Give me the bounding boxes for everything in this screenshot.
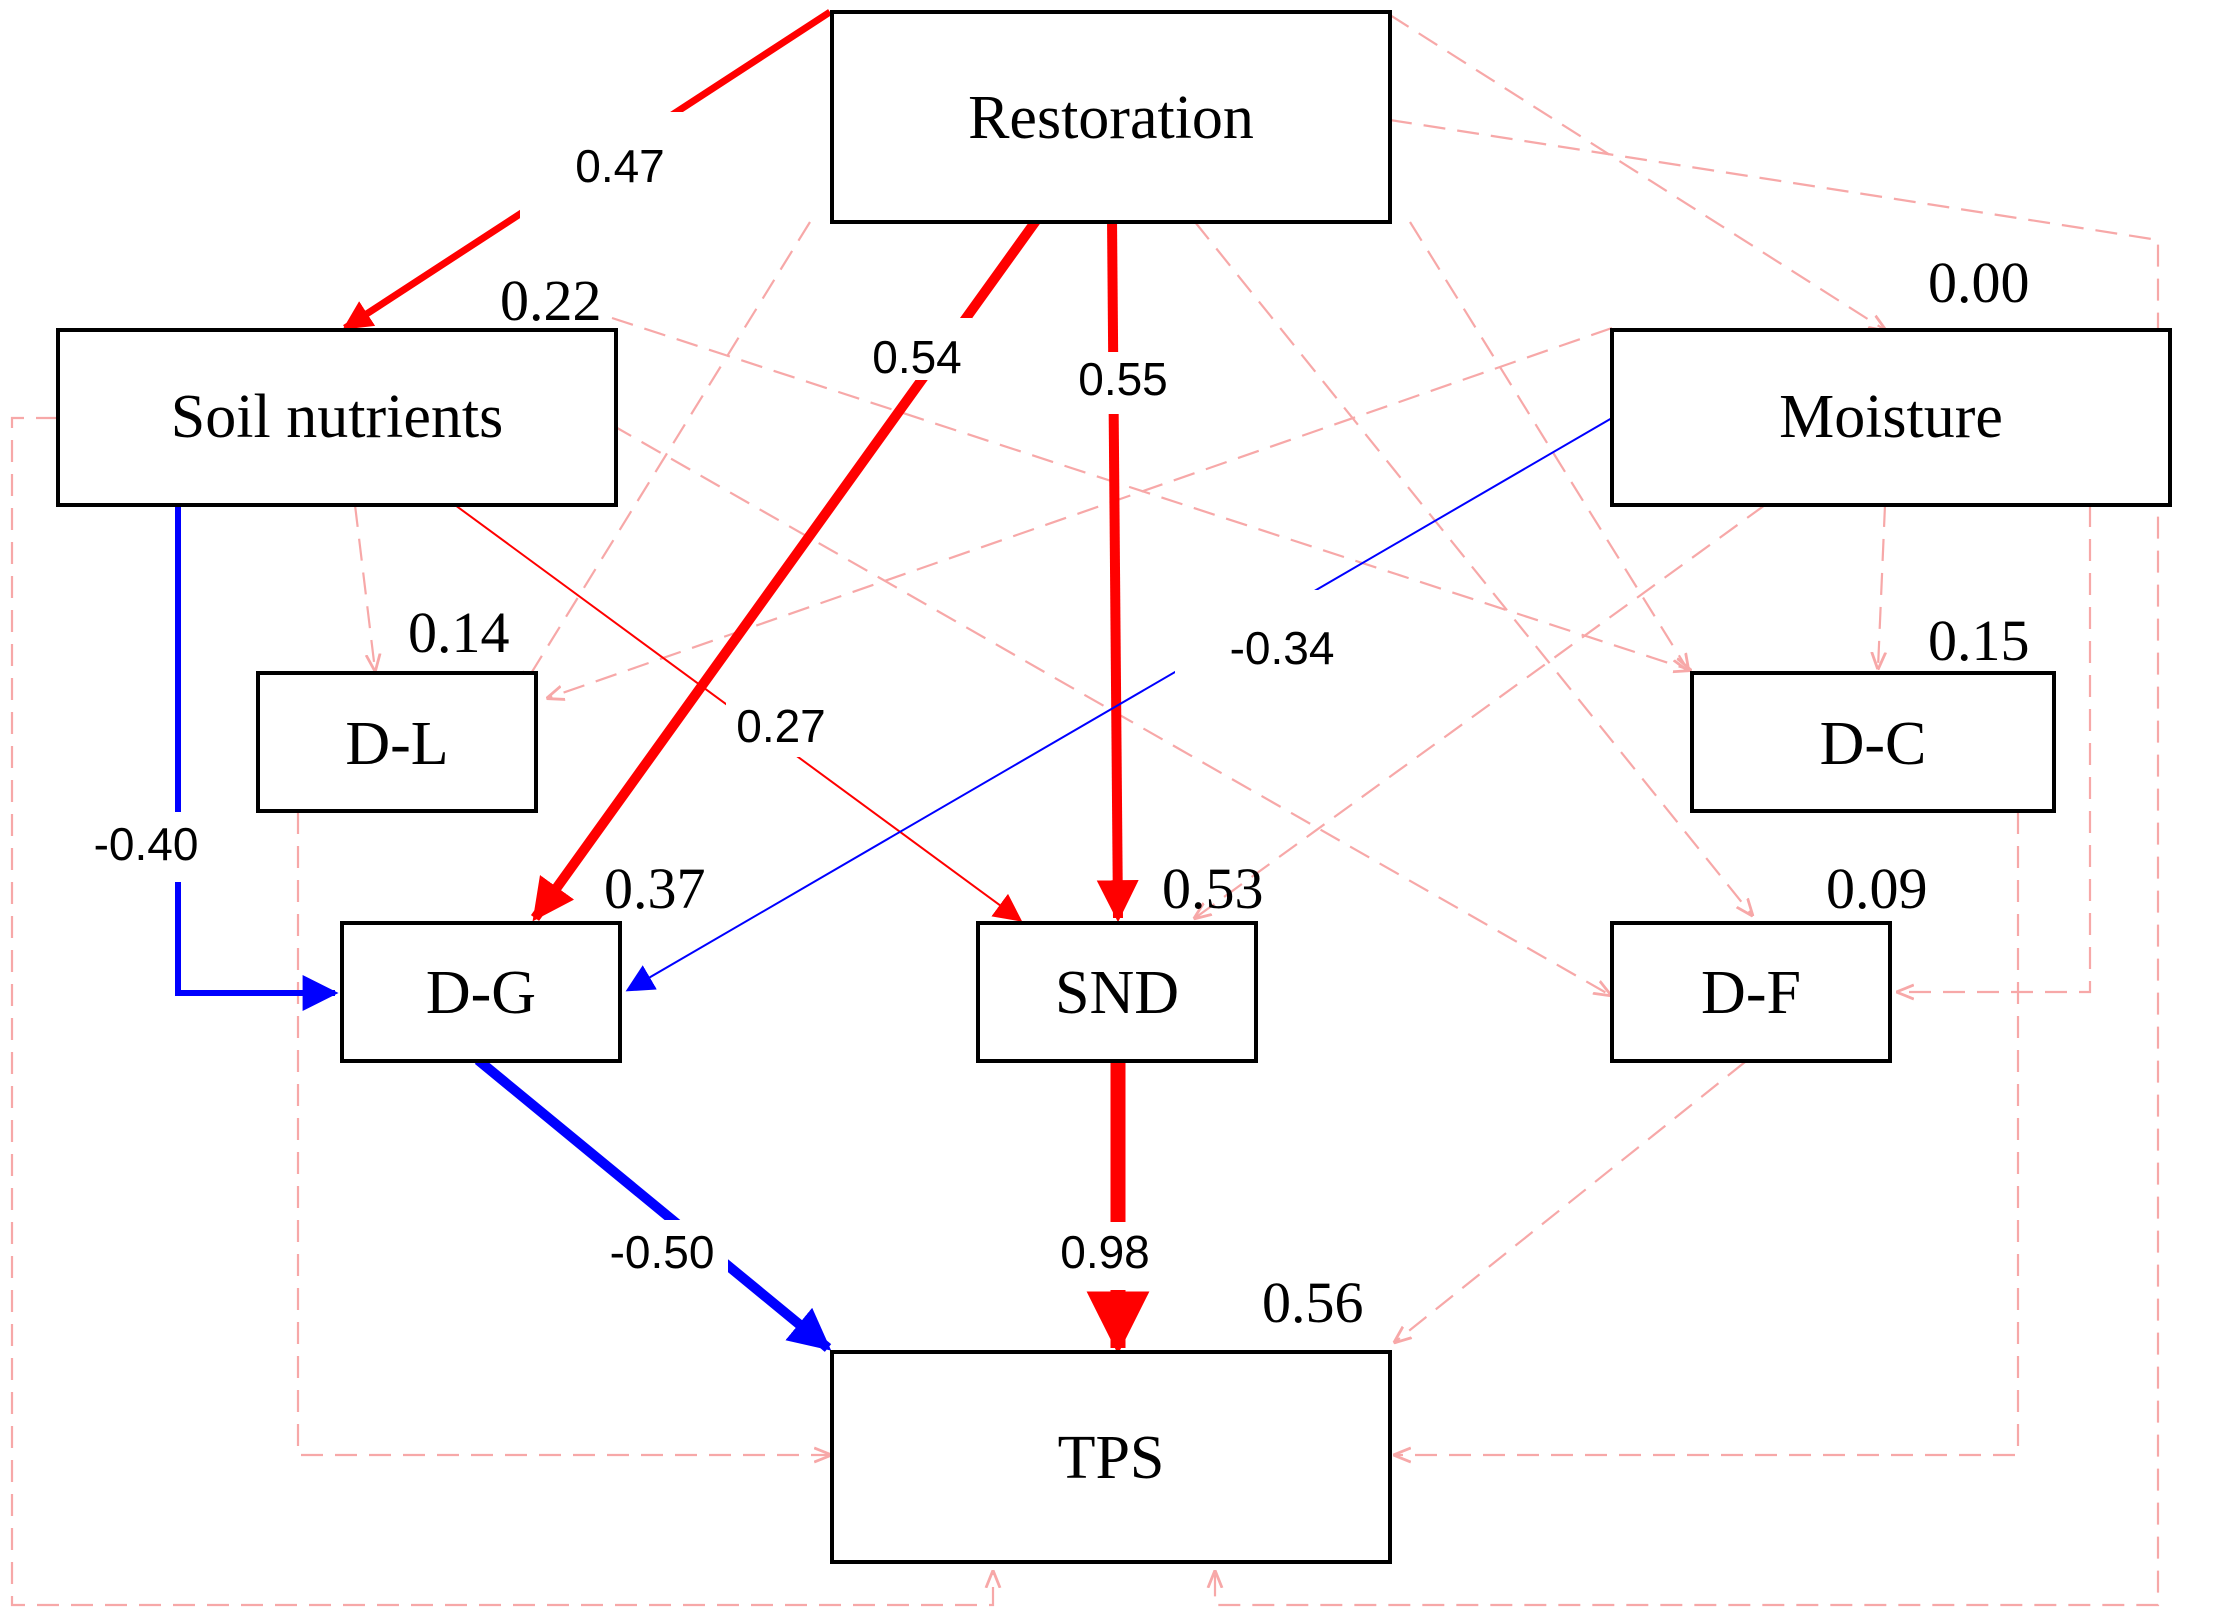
r2-d-c: 0.15 (1928, 608, 2030, 673)
node-soil-nutrients: Soil nutrients 0.22 (56, 268, 618, 507)
ns-path-soil-tps (10, 416, 993, 1607)
ns-path-restoration-df (1194, 221, 1752, 915)
ns-path-restoration-dc (1409, 221, 1688, 670)
coefficient-labels: 0.47 0.54 0.55 -0.40 0.27 -0.34 -0.50 0.… (78, 112, 1390, 1290)
coef-dg-tps: -0.50 (610, 1226, 715, 1278)
coef-snd-tps: 0.98 (1060, 1226, 1150, 1278)
ns-path-soil-dc (611, 316, 1690, 670)
r2-d-g: 0.37 (604, 856, 706, 921)
node-label-restoration: Restoration (968, 84, 1254, 152)
ns-path-moisture-dl (548, 326, 1613, 698)
r2-snd: 0.53 (1162, 856, 1264, 921)
node-label-moisture: Moisture (1779, 383, 2003, 451)
ns-path-moisture-dc (1878, 504, 1885, 668)
r2-moisture: 0.00 (1928, 250, 2030, 315)
node-snd: SND 0.53 (976, 856, 1264, 1063)
node-d-c: D-C 0.15 (1690, 608, 2056, 813)
path-dg-tps (474, 1056, 832, 1352)
node-label-d-l: D-L (345, 710, 448, 778)
path-restoration-snd (1096, 217, 1139, 923)
path-moisture-dg (625, 417, 1613, 992)
node-moisture: Moisture 0.00 (1610, 250, 2172, 507)
node-label-d-f: D-F (1701, 959, 1801, 1027)
ns-path-restoration-dl (522, 221, 811, 688)
node-label-d-c: D-C (1820, 710, 1927, 778)
ns-path-restoration-moisture (1389, 14, 1885, 330)
ns-path-df-tps (1395, 1061, 1746, 1342)
node-d-l: D-L 0.14 (256, 600, 538, 813)
node-d-f: D-F 0.09 (1610, 856, 1928, 1063)
r2-d-f: 0.09 (1826, 856, 1928, 921)
coef-soil-snd: 0.27 (736, 700, 826, 752)
r2-tps: 0.56 (1262, 1270, 1364, 1335)
coef-moisture-dg: -0.34 (1230, 622, 1335, 674)
ns-path-soil-dl (353, 504, 375, 670)
ns-path-soil-df (611, 424, 1610, 995)
coef-restoration-soil: 0.47 (575, 140, 665, 192)
node-label-tps: TPS (1058, 1424, 1165, 1492)
ns-path-restoration-tps (1215, 118, 2160, 1607)
node-restoration: Restoration (830, 10, 1392, 224)
node-d-g: D-G 0.37 (340, 856, 706, 1063)
path-soil-dg (175, 505, 339, 1011)
r2-soil-nutrients: 0.22 (500, 268, 602, 333)
node-label-d-g: D-G (426, 959, 536, 1027)
coef-soil-dg: -0.40 (94, 818, 199, 870)
coef-restoration-dg: 0.54 (872, 331, 962, 383)
ns-path-dl-tps (296, 812, 830, 1455)
ns-path-dc-tps (1395, 812, 2020, 1455)
node-tps: TPS 0.56 (830, 1270, 1392, 1564)
coef-restoration-snd: 0.55 (1078, 353, 1168, 405)
r2-d-l: 0.14 (408, 600, 510, 665)
node-label-snd: SND (1055, 959, 1179, 1027)
nonsignificant-paths (10, 14, 2160, 1607)
ns-path-moisture-snd (1195, 504, 1766, 918)
ns-path-moisture-df (1898, 505, 2092, 992)
node-label-soil-nutrients: Soil nutrients (171, 383, 503, 451)
